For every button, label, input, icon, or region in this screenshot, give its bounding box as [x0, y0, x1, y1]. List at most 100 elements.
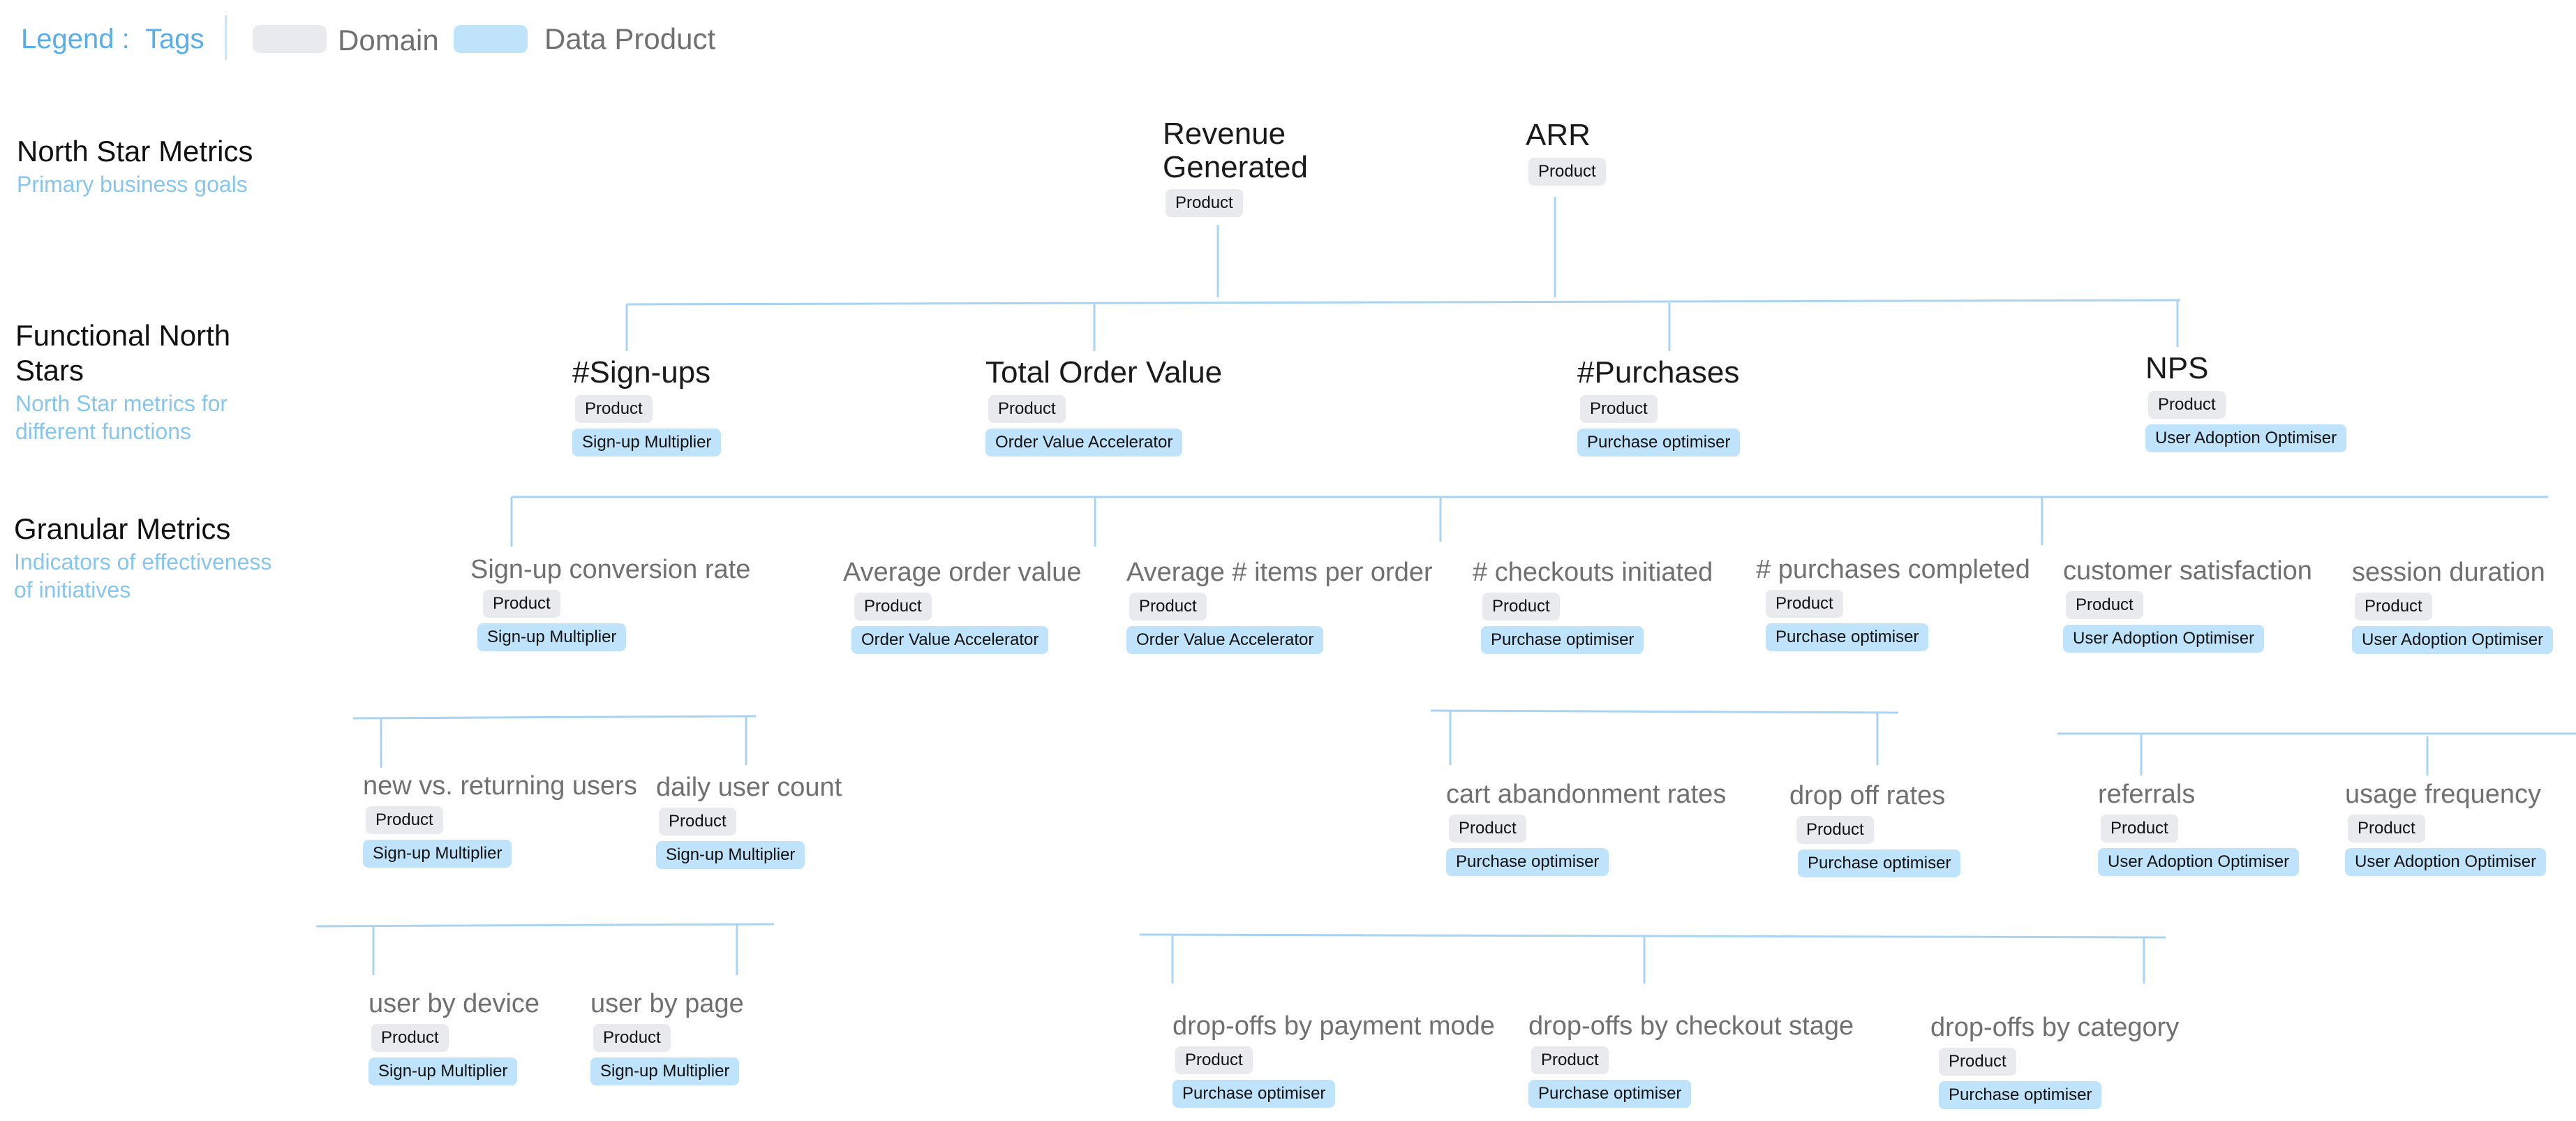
data-product-tag: Sign-up Multiplier [477, 623, 627, 652]
domain-tag: Product [2148, 390, 2226, 419]
data-product-tag: User Adoption Optimiser [2345, 848, 2547, 877]
metric-title: drop-offs by checkout stage [1528, 1011, 1854, 1041]
domain-tag: Product [1766, 590, 1843, 618]
metric-node[interactable]: NPS Product User Adoption Optimiser [2145, 351, 2347, 452]
data-product-tag: Order Value Accelerator [851, 626, 1049, 655]
data-product-tag: Purchase optimiser [1798, 849, 1961, 878]
metric-title: user by page [590, 989, 744, 1018]
domain-tag: Product [659, 808, 736, 836]
data-product-tag: User Adoption Optimiser [2063, 625, 2265, 653]
metric-node[interactable]: usage frequency Product User Adoption Op… [2345, 780, 2547, 877]
metric-node[interactable]: # checkouts initiated Product Purchase o… [1473, 558, 1713, 655]
metric-node[interactable]: #Purchases Product Purchase optimiser [1577, 355, 1741, 456]
metric-title: new vs. returning users [363, 771, 637, 801]
domain-tag: Product [366, 806, 443, 835]
domain-tag: Product [1531, 1046, 1609, 1075]
metric-node[interactable]: cart abandonment rates Product Purchase … [1446, 780, 1727, 877]
data-product-tag: Order Value Accelerator [985, 428, 1183, 456]
metric-node[interactable]: Average # items per order Product Order … [1126, 558, 1433, 655]
connector-line [626, 299, 2181, 306]
metric-title: usage frequency [2345, 780, 2541, 809]
legend-data-product-swatch [454, 25, 528, 53]
domain-tag: Product [575, 394, 653, 423]
domain-tag: Product [2066, 591, 2143, 620]
data-product-tag: Order Value Accelerator [1126, 626, 1324, 655]
domain-tag: Product [1449, 815, 1526, 843]
legend-label: Legend : [21, 24, 130, 54]
domain-tag: Product [1129, 593, 1207, 621]
metric-node[interactable]: drop-offs by checkout stage Product Purc… [1528, 1011, 1854, 1108]
domain-tag: Product [1796, 816, 1874, 845]
metric-node[interactable]: ARR Product [1526, 119, 1606, 186]
metric-title: customer satisfaction [2063, 556, 2312, 586]
metric-node[interactable]: # purchases completed Product Purchase o… [1756, 555, 2030, 652]
level-functional-north-stars: Functional North Stars North Star metric… [15, 318, 267, 445]
domain-tag: Product [371, 1024, 449, 1053]
domain-tag: Product [2348, 815, 2425, 843]
data-product-tag: Purchase optimiser [1766, 623, 1929, 652]
level-name: Granular Metrics [14, 512, 231, 545]
data-product-tag: Purchase optimiser [1528, 1080, 1692, 1108]
level-description: Primary business goals [17, 172, 248, 197]
data-product-tag: User Adoption Optimiser [2352, 626, 2554, 655]
metric-title: #Purchases [1577, 355, 1740, 389]
metric-node[interactable]: user by device Product Sign-up Multiplie… [368, 989, 539, 1086]
metric-title: Average # items per order [1126, 558, 1433, 587]
domain-tag: Product [2355, 593, 2432, 621]
domain-tag: Product [988, 394, 1066, 423]
metric-node[interactable]: drop off rates Product Purchase optimise… [1789, 781, 1961, 878]
metric-node[interactable]: new vs. returning users Product Sign-up … [363, 771, 637, 868]
data-product-tag: Purchase optimiser [1939, 1081, 2102, 1110]
domain-tag: Product [1175, 1046, 1253, 1075]
metric-node[interactable]: Average order value Product Order Value … [843, 558, 1082, 655]
metric-node[interactable]: Revenue Generated Product [1163, 117, 1330, 218]
metric-title: NPS [2145, 351, 2209, 385]
domain-tag: Product [593, 1024, 671, 1053]
metric-node[interactable]: customer satisfaction Product User Adopt… [2063, 556, 2312, 653]
legend-divider [225, 15, 227, 60]
legend-domain-swatch [253, 25, 327, 53]
domain-tag: Product [854, 593, 932, 621]
metric-title: drop-offs by payment mode [1172, 1011, 1495, 1041]
metric-title: drop off rates [1789, 781, 1946, 810]
legend-data-product-label: Data Product [544, 22, 716, 55]
domain-tag: Product [1939, 1048, 2016, 1076]
legend-domain-label: Domain [338, 24, 439, 57]
data-product-tag: Sign-up Multiplier [368, 1057, 518, 1086]
metric-node[interactable]: daily user count Product Sign-up Multipl… [656, 773, 842, 870]
data-product-tag: Sign-up Multiplier [656, 841, 805, 870]
data-product-tag: Sign-up Multiplier [590, 1057, 740, 1086]
data-product-tag: Purchase optimiser [1172, 1080, 1336, 1108]
metric-node[interactable]: drop-offs by payment mode Product Purcha… [1172, 1011, 1495, 1108]
metric-title: Revenue Generated [1163, 117, 1308, 184]
connector-line [352, 715, 757, 720]
metric-node[interactable]: #Sign-ups Product Sign-up Multiplier [572, 356, 722, 456]
metric-node[interactable]: referrals Product User Adoption Optimise… [2098, 780, 2300, 877]
metric-title: cart abandonment rates [1446, 780, 1727, 809]
metric-node[interactable]: user by page Product Sign-up Multiplier [590, 989, 744, 1086]
metric-title: Sign-up conversion rate [470, 555, 751, 584]
metric-node[interactable]: drop-offs by category Product Purchase o… [1930, 1013, 2179, 1110]
metric-title: # purchases completed [1756, 555, 2030, 584]
data-product-tag: Purchase optimiser [1481, 626, 1644, 655]
level-granular-metrics: Granular Metrics Indicators of effective… [14, 512, 286, 604]
level-name: Functional North Stars [15, 319, 231, 387]
connector-line [1139, 933, 2166, 939]
metric-title: # checkouts initiated [1473, 558, 1713, 587]
data-product-tag: User Adoption Optimiser [2145, 424, 2347, 452]
domain-tag: Product [1528, 157, 1606, 186]
metric-title: ARR [1526, 118, 1591, 152]
connector-line [1430, 709, 1899, 714]
domain-tag: Product [2101, 815, 2178, 843]
data-product-tag: Sign-up Multiplier [572, 428, 722, 456]
metric-node[interactable]: session duration Product User Adoption O… [2352, 558, 2554, 655]
connector-line [315, 923, 775, 928]
metric-title: session duration [2352, 558, 2545, 587]
metric-node[interactable]: Total Order Value Product Order Value Ac… [985, 356, 1222, 456]
metric-node[interactable]: Sign-up conversion rate Product Sign-up … [470, 555, 751, 652]
metric-title: Average order value [843, 558, 1082, 587]
metric-title: daily user count [656, 773, 842, 802]
level-description: Indicators of effectiveness of initiativ… [14, 549, 272, 602]
